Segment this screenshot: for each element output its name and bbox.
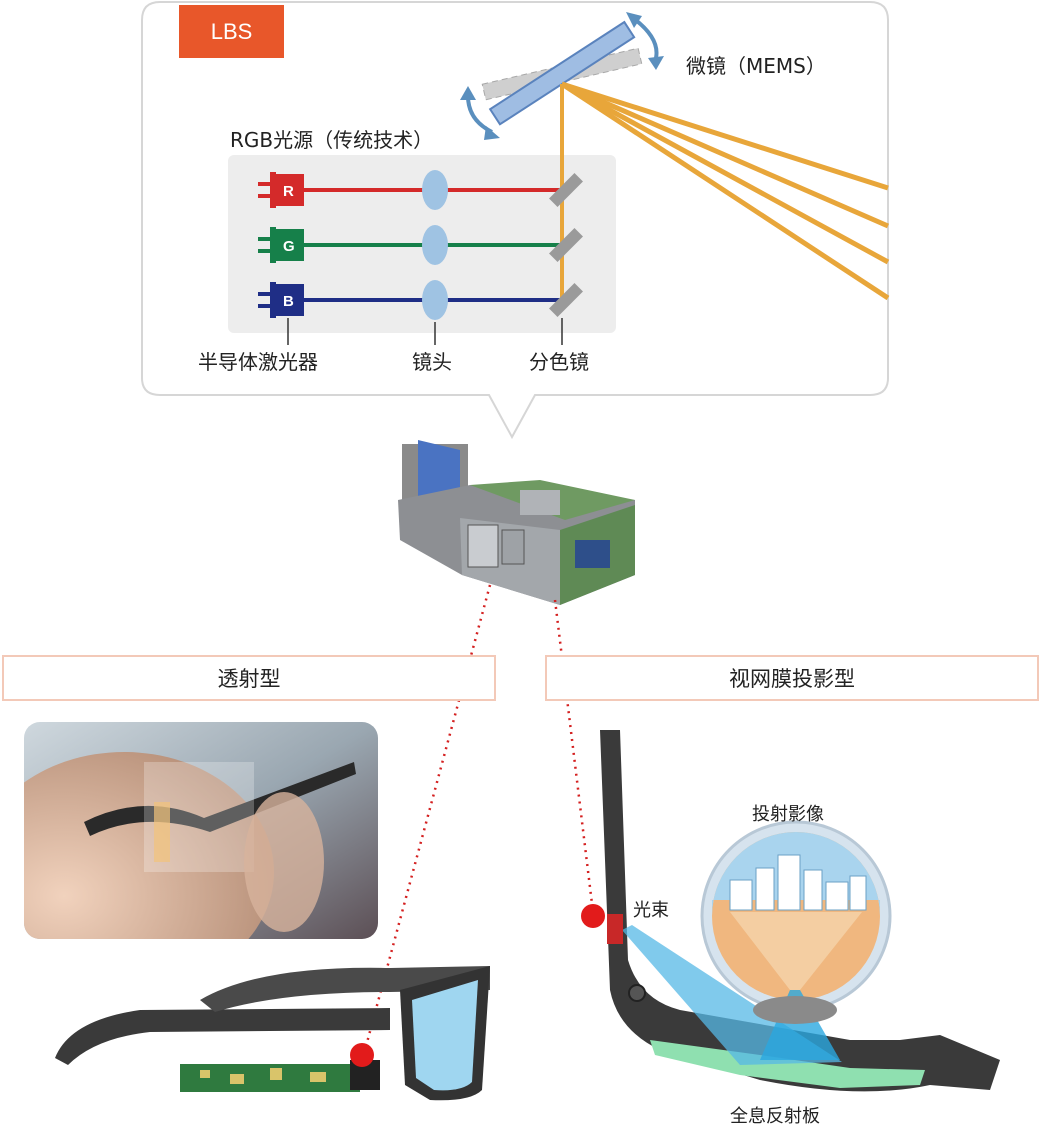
projected-image-label: 投射影像: [752, 804, 824, 825]
section-transmissive-label: 透射型: [217, 667, 281, 691]
laser-letter-g: G: [283, 238, 295, 255]
eyeball-illustration: [700, 820, 892, 1060]
retina-projection-point: [581, 904, 605, 928]
beam-emitter: [607, 914, 623, 944]
lens-r: [422, 170, 448, 210]
laser-label: 半导体激光器: [198, 350, 318, 374]
dichroic-mirrors: [549, 173, 583, 317]
dichroic-label: 分色镜: [529, 350, 589, 374]
beam-label: 光束: [633, 900, 669, 921]
laser-diode-r: R: [258, 172, 304, 208]
section-transmissive: 透射型: [2, 655, 496, 701]
laser-diode-b: B: [258, 282, 304, 318]
mems-mirror: [481, 20, 643, 126]
rgb-source-label: RGB光源（传统技术）: [230, 128, 434, 152]
hologram-label: 全息反射板: [730, 1106, 820, 1127]
section-retina-projection: 视网膜投影型: [545, 655, 1039, 701]
lenses: [422, 170, 448, 320]
scanned-beams: [560, 81, 890, 301]
lens-b: [422, 280, 448, 320]
transmissive-glasses: [55, 966, 490, 1101]
lens-label: 镜头: [412, 350, 452, 374]
transmissive-projection-point: [350, 1043, 374, 1067]
laser-letter-b: B: [283, 293, 294, 310]
laser-diode-g: G: [258, 227, 304, 263]
lens-g: [422, 225, 448, 265]
lbs-badge: LBS: [179, 5, 284, 58]
mems-label: 微镜（MEMS）: [686, 54, 826, 78]
laser-letter-r: R: [283, 183, 294, 200]
lbs-module-illustration: [398, 440, 635, 605]
section-retina-label: 视网膜投影型: [729, 667, 855, 691]
ar-glasses-photo: [24, 722, 378, 939]
